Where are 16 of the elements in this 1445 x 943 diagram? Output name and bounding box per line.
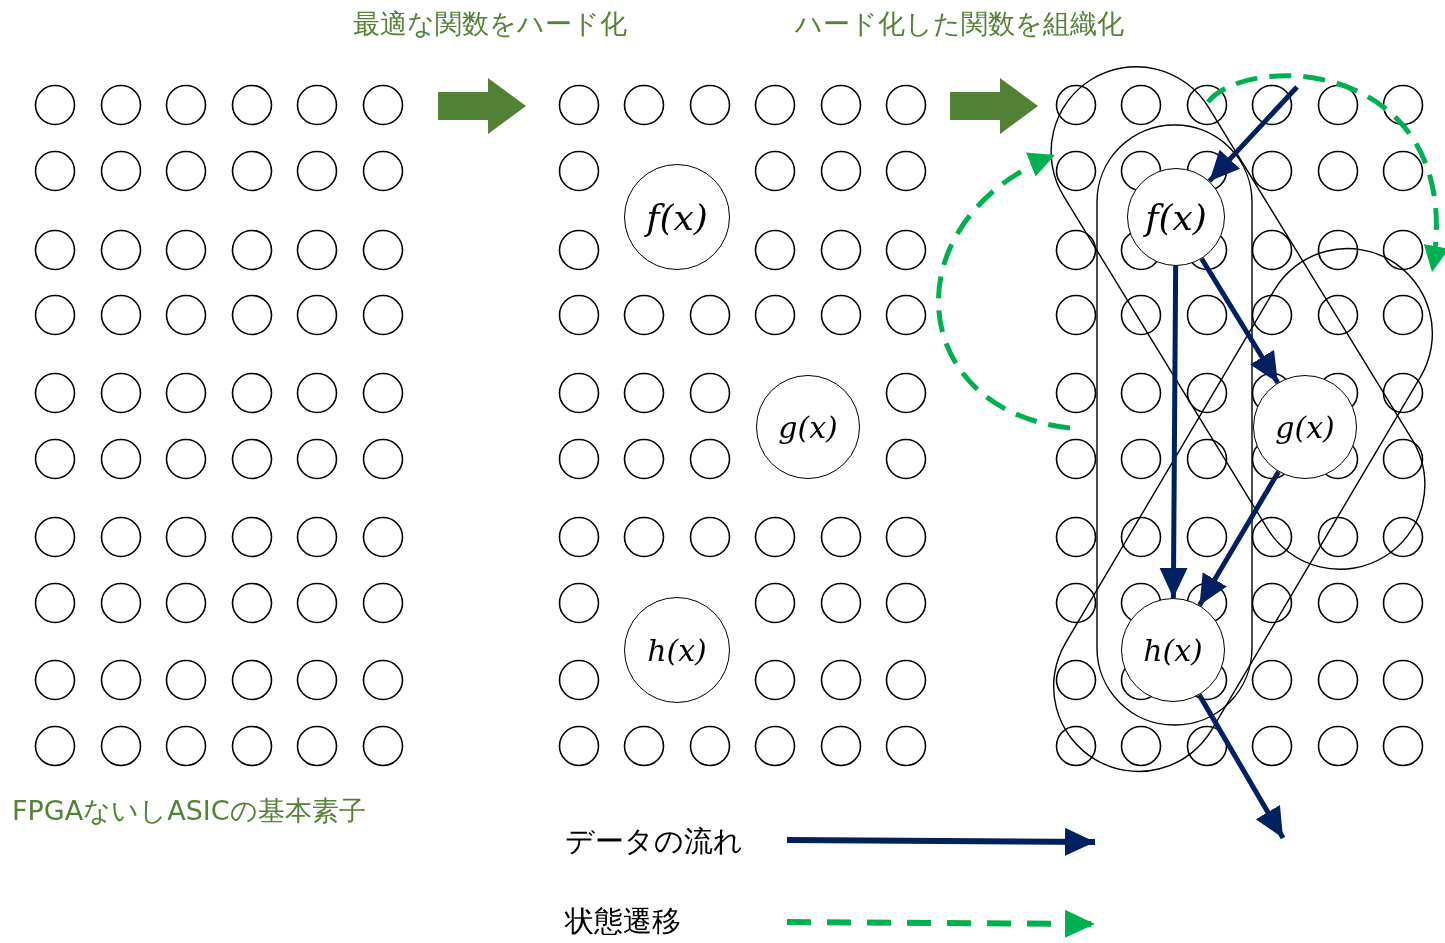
function-label: f(x) [646,196,708,238]
function-label: g(x) [1275,409,1335,445]
caption: FPGAないしASICの基本素子 [12,794,366,828]
function-label: h(x) [1143,632,1203,668]
arrow [1197,693,1286,840]
function-label: f(x) [1145,196,1207,238]
legend-label: 状態遷移 [565,903,681,940]
legend-label: データの流れ [565,823,743,860]
arrow [1199,257,1280,384]
arrow [1197,470,1281,607]
function-label: g(x) [778,409,838,445]
arrow [1207,85,1299,183]
arrow [1159,266,1188,598]
heading: 最適な関数をハード化 [353,7,627,41]
function-label: h(x) [647,632,707,668]
heading: ハード化した関数を組織化 [795,7,1124,41]
